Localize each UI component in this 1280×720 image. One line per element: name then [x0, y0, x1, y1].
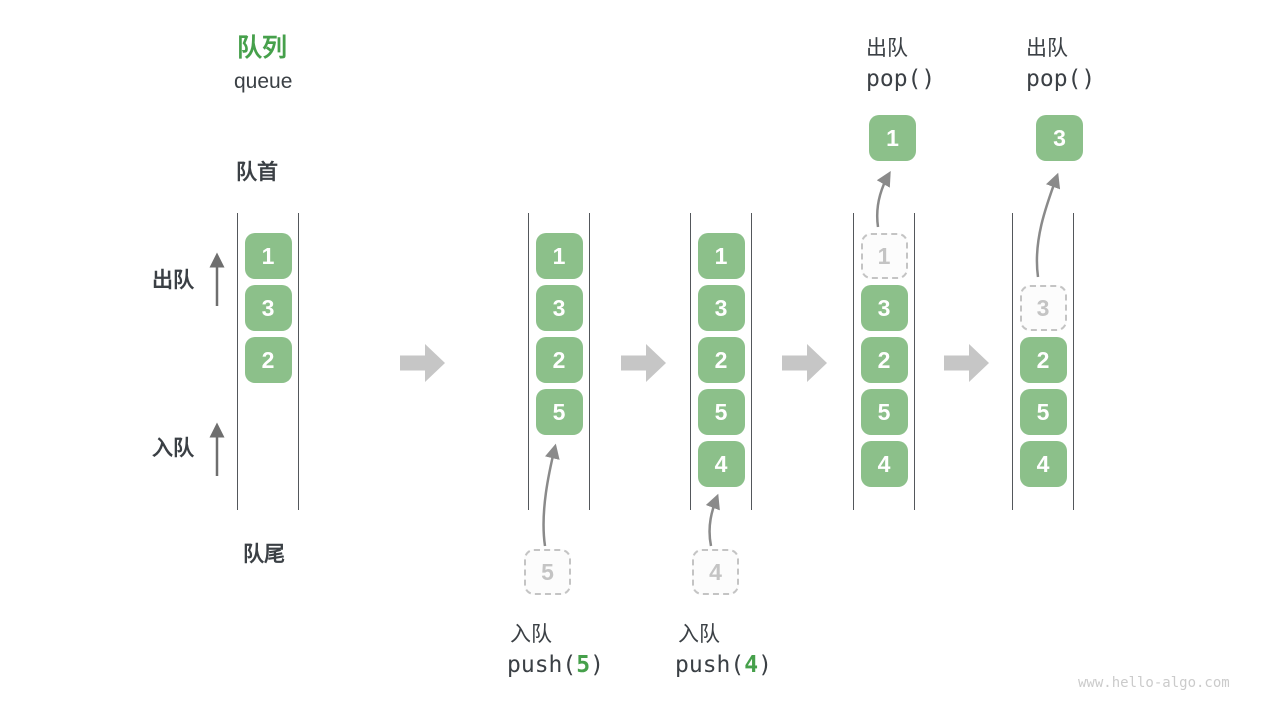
queue-cell: 2: [535, 337, 583, 383]
queue-cell: 4: [1019, 441, 1067, 487]
queue-cell: 3: [860, 285, 908, 331]
dequeue-op-label: 出队: [1026, 37, 1068, 60]
step-arrow-icon: [621, 344, 666, 382]
queue-cell: 3: [535, 285, 583, 331]
dequeue-op-code: pop(): [1026, 66, 1096, 92]
dequeue-op-label: 出队: [866, 37, 908, 60]
queue-cell: 5: [697, 389, 745, 435]
queue-container: [237, 213, 299, 510]
queue-cell: 5: [1019, 389, 1067, 435]
dequeued-cell-ghost: 3: [1019, 285, 1067, 331]
queue-cell: 3: [244, 285, 292, 331]
step-arrow-icon: [400, 344, 445, 382]
diagram-title-zh: 队列: [237, 34, 288, 62]
popped-cell: 1: [869, 115, 916, 161]
code-text: ): [590, 652, 604, 678]
enqueue-op-code: push(5): [507, 652, 604, 678]
queue-cell: 1: [535, 233, 583, 279]
queue-cell: 3: [697, 285, 745, 331]
popped-cell: 3: [1036, 115, 1083, 161]
code-text: push(: [507, 652, 577, 678]
queue-cell: 4: [860, 441, 908, 487]
queue-container: [1012, 213, 1074, 510]
enqueue-op-label: 入队: [510, 623, 552, 646]
dequeue-side-label: 出队: [152, 269, 194, 292]
queue-cell: 5: [860, 389, 908, 435]
queue-cell: 5: [535, 389, 583, 435]
queue-cell: 2: [697, 337, 745, 383]
queue-cell: 2: [860, 337, 908, 383]
queue-cell: 1: [244, 233, 292, 279]
diagram-title-en: queue: [234, 70, 293, 93]
incoming-cell-ghost: 5: [524, 549, 571, 595]
code-text: push(: [675, 652, 745, 678]
site-watermark: www.hello-algo.com: [1078, 675, 1230, 691]
enqueue-op-label: 入队: [678, 623, 720, 646]
code-arg: 4: [744, 652, 759, 678]
queue-container: [528, 213, 590, 510]
queue-rear-label: 队尾: [243, 543, 285, 566]
dequeue-op-code: pop(): [866, 66, 936, 92]
queue-cell: 2: [1019, 337, 1067, 383]
queue-front-label: 队首: [236, 161, 278, 184]
queue-cell: 1: [697, 233, 745, 279]
step-arrow-icon: [782, 344, 827, 382]
queue-container: [853, 213, 915, 510]
code-arg: 5: [576, 652, 591, 678]
enqueue-op-code: push(4): [675, 652, 772, 678]
queue-cell: 2: [244, 337, 292, 383]
code-text: ): [758, 652, 772, 678]
enqueue-side-label: 入队: [152, 437, 194, 460]
queue-cell: 4: [697, 441, 745, 487]
incoming-cell-ghost: 4: [692, 549, 739, 595]
dequeued-cell-ghost: 1: [860, 233, 908, 279]
queue-container: [690, 213, 752, 510]
step-arrow-icon: [944, 344, 989, 382]
